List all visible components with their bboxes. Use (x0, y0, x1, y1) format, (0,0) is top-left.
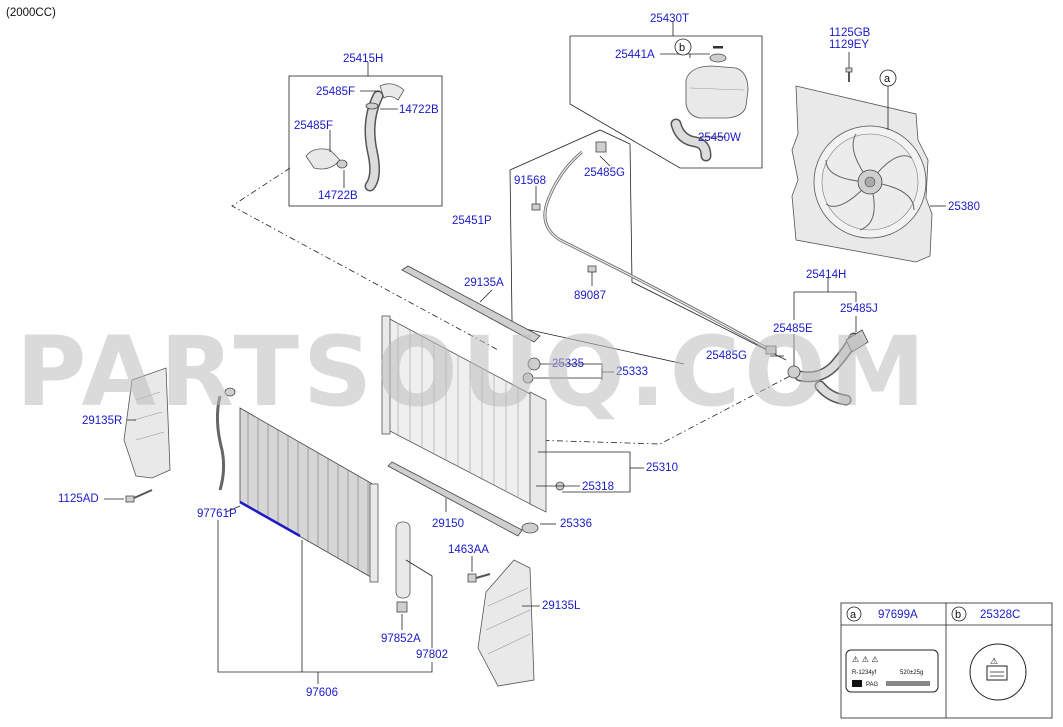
vent-hose-group (509, 129, 787, 365)
seal-29135A-group (401, 265, 541, 343)
air-guard-left-icon (477, 559, 535, 687)
mount-25336-icon (521, 522, 539, 534)
part-25335[interactable]: 25335 (552, 358, 584, 370)
reservoir-tank-icon (685, 65, 749, 119)
callout-a-circle-fan (879, 69, 897, 87)
drier-cap-97852A-icon (396, 601, 408, 613)
hose-fitting-top-icon (379, 83, 405, 101)
drain-plug-25333-icon (522, 372, 534, 384)
clip-89087-icon (587, 265, 597, 273)
part-89087[interactable]: 89087 (574, 290, 606, 302)
upper-seal-icon (401, 265, 541, 343)
callout-b-circle (674, 38, 692, 56)
condenser-pipe-icon (215, 395, 226, 491)
legend-callout-b: b (955, 609, 961, 621)
hose-clamp-top-icon (365, 102, 379, 110)
part-25485F-bottom[interactable]: 25485F (294, 120, 333, 132)
legend-callout-a: a (850, 609, 857, 621)
label-refrigerant-amount: 520±25g (900, 670, 923, 676)
label-warning-icon: ⚠ ⚠ ⚠ (852, 655, 879, 664)
part-25380[interactable]: 25380 (948, 201, 980, 213)
part-97761P[interactable]: 97761P (197, 508, 237, 520)
part-25333[interactable]: 25333 (616, 366, 648, 378)
part-25414H[interactable]: 25414H (806, 269, 846, 281)
part-25485G-bottom[interactable]: 25485G (706, 350, 747, 362)
seal-29150-group (387, 461, 523, 537)
radiator-group (381, 315, 644, 534)
part-1129EY[interactable]: 1129EY (829, 39, 869, 51)
part-25485G-top[interactable]: 25485G (584, 167, 625, 179)
vent-fitting-top-icon (595, 141, 607, 153)
part-29135A[interactable]: 29135A (464, 277, 504, 289)
hose-clamp-bottom-icon (336, 159, 348, 169)
part-29150[interactable]: 29150 (432, 518, 464, 530)
reservoir-group (569, 22, 763, 169)
part-25415H[interactable]: 25415H (343, 53, 383, 65)
bolt-1463AA-icon (467, 573, 477, 583)
part-29135R[interactable]: 29135R (82, 415, 122, 427)
watermark: PARTSOUQ.COM (16, 316, 929, 428)
part-25318[interactable]: 25318 (582, 481, 614, 493)
part-14722B-top[interactable]: 14722B (399, 104, 439, 116)
part-1125AD[interactable]: 1125AD (58, 493, 99, 505)
legend-part-97699A[interactable]: 97699A (878, 609, 918, 621)
part-97802[interactable]: 97802 (416, 649, 448, 661)
engine-variant-label: (2000CC) (6, 7, 56, 19)
cap-label-warning-icon: ⚠ (990, 657, 998, 667)
legend-box: a 97699A b 25328C ⚠ ⚠ ⚠ R-1234yf 520±25g… (840, 602, 1053, 719)
part-25430T[interactable]: 25430T (650, 13, 689, 25)
legend-part-25328C[interactable]: 25328C (980, 609, 1020, 621)
part-25450W[interactable]: 25450W (698, 132, 741, 144)
drier-97802-icon (395, 521, 411, 599)
callout-b-text: b (679, 42, 685, 54)
hose-fitting-25485J-icon (845, 329, 869, 353)
part-97852A[interactable]: 97852A (381, 633, 421, 645)
condenser-fins (247, 413, 369, 576)
fan-shroud-group (791, 52, 946, 263)
callout-a-text-fan: a (884, 73, 891, 85)
condenser-group (215, 387, 433, 684)
lower-seal-icon (387, 461, 523, 537)
shroud-bolt-icon (845, 67, 853, 73)
label-oil-icon (852, 680, 862, 687)
hose-fitting-bottom-icon (305, 148, 341, 170)
part-25485J[interactable]: 25485J (840, 303, 878, 315)
condenser-receiver-icon (369, 483, 379, 583)
part-29135L[interactable]: 29135L (542, 600, 581, 612)
part-25451P[interactable]: 25451P (452, 215, 492, 227)
part-97606[interactable]: 97606 (306, 687, 338, 699)
part-25485E[interactable]: 25485E (773, 323, 813, 335)
part-25336[interactable]: 25336 (560, 518, 592, 530)
part-1125GB[interactable]: 1125GB (829, 27, 871, 39)
part-14722B-bottom[interactable]: 14722B (318, 190, 358, 202)
part-25310[interactable]: 25310 (646, 462, 678, 474)
assembly-outline-upper (231, 167, 499, 351)
vent-fitting-bottom-icon (765, 345, 777, 355)
cap-mark-icon (713, 46, 723, 49)
air-guard-left-group (467, 556, 540, 687)
part-25485F-top[interactable]: 25485F (316, 86, 355, 98)
radiator-left-tank-icon (381, 315, 391, 435)
label-oil-text: PAG (866, 682, 879, 688)
label-refrigerant-text: R-1234yf (852, 670, 877, 676)
clip-91568-icon (531, 203, 541, 211)
part-91568[interactable]: 91568 (514, 175, 546, 187)
assembly-outline-lower (529, 375, 791, 445)
radiator-fins (397, 323, 519, 498)
lower-hose-group (770, 278, 869, 406)
condenser-edge-highlight (239, 500, 301, 538)
air-guard-right-icon (123, 367, 171, 479)
air-guard-right-group (104, 367, 171, 503)
part-1463AA[interactable]: 1463AA (448, 544, 489, 556)
upper-hose-box (288, 75, 443, 207)
label-barcode-icon (886, 681, 930, 686)
bolt-1125AD-icon (125, 495, 135, 503)
part-25441A[interactable]: 25441A (615, 49, 655, 61)
reservoir-cap-icon (709, 53, 727, 63)
reservoir-box (569, 35, 763, 169)
upper-hose-group (288, 62, 443, 207)
